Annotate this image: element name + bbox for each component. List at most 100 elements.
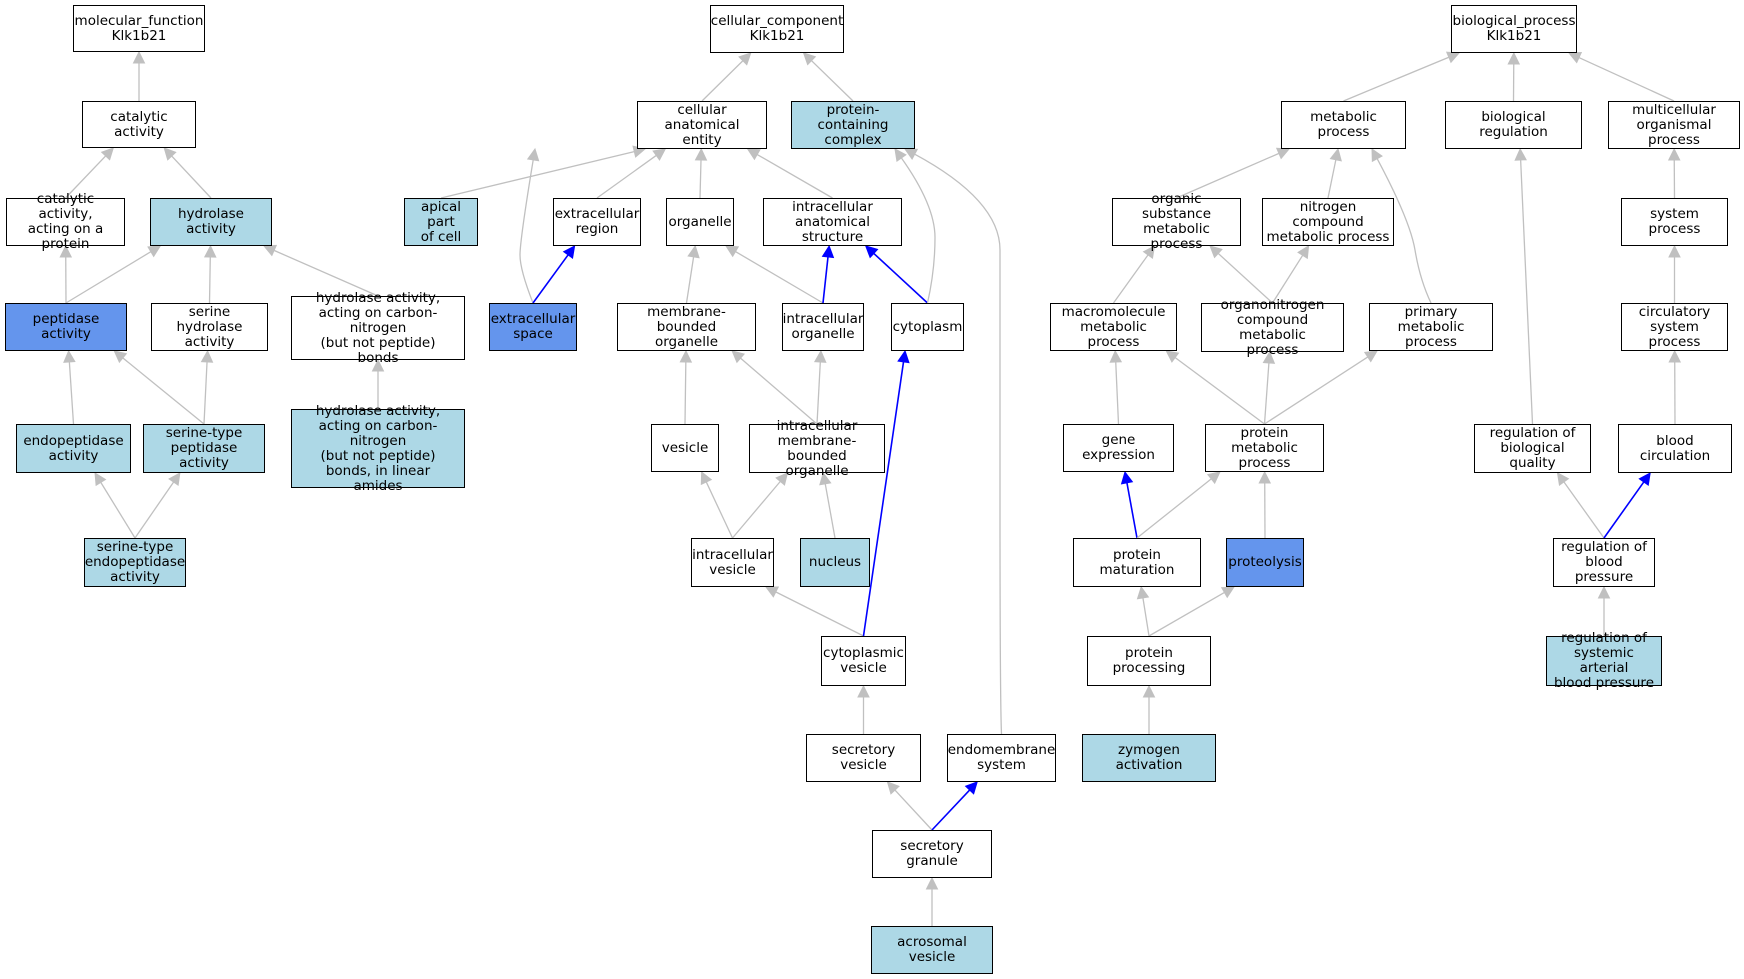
arrowhead-imbo-to-mbo xyxy=(731,350,746,364)
node-sg: secretory granule xyxy=(872,830,992,878)
arrowhead-regbp-to-regbq xyxy=(1556,472,1570,487)
arrowhead-osmp-to-metab xyxy=(1275,147,1291,160)
edge-serpep-to-pep xyxy=(121,356,205,425)
edge-organon-to-osmp xyxy=(1217,252,1273,304)
node-cae: cellular anatomical entity xyxy=(637,101,767,149)
arrowhead-protmetab-to-macro xyxy=(1165,350,1180,363)
edge-hyd-to-cat xyxy=(170,154,212,199)
node-circsys: circulatory system process xyxy=(1621,303,1728,351)
edge-regbq-to-bioreg xyxy=(1519,158,1534,425)
arrowhead-exreg-to-cae xyxy=(652,148,667,161)
arrowhead-protproc-to-protmat xyxy=(1136,585,1150,600)
node-zymogen: zymogen activation xyxy=(1082,734,1216,782)
edge-vesicle-to-mbo xyxy=(684,360,687,425)
node-pcc: protein-containing complex xyxy=(791,101,915,149)
arrowhead-macro-to-osmp xyxy=(1142,245,1156,260)
edge-cv-to-iv xyxy=(774,590,864,637)
node-bioreg: biological regulation xyxy=(1445,101,1582,149)
arrowhead-protmat-to-gene xyxy=(1120,470,1134,485)
node-nucleus: nucleus xyxy=(800,538,870,587)
node-exreg: extracellular region xyxy=(553,198,641,246)
node-protproc: protein processing xyxy=(1087,636,1211,686)
arrowhead-ias-to-cae xyxy=(746,148,761,161)
node-protmetab: protein metabolic process xyxy=(1205,424,1324,472)
node-mbo: membrane-bounded organelle xyxy=(617,303,756,351)
node-iv: intracellular vesicle xyxy=(691,538,774,587)
node-acro: acrosomal vesicle xyxy=(871,926,993,974)
edge-io-to-ias xyxy=(822,255,829,304)
edge-protmetab-to-macro xyxy=(1173,356,1265,425)
edge-protproc-to-proteolysis xyxy=(1148,591,1226,637)
arrowhead-protmat-to-protmetab xyxy=(1206,471,1221,485)
arrowhead-cv-to-iv xyxy=(765,586,780,598)
edge-nucleus-to-imbo xyxy=(824,482,836,539)
edge-osmp-to-metab xyxy=(1176,152,1281,199)
edge-apical-to-cae xyxy=(440,150,636,199)
edge-metab-to-bp xyxy=(1343,56,1451,102)
arrowhead-regbq-to-bioreg xyxy=(1514,147,1527,161)
arrowhead-serhyd-to-hyd xyxy=(203,244,217,258)
arrowhead-cat-to-mf xyxy=(132,50,146,64)
edge-protmetab-to-primary xyxy=(1264,355,1369,425)
arrowhead-organelle-to-cae xyxy=(694,147,708,161)
arrowhead-cae-to-cc xyxy=(738,52,752,66)
edge-sg-to-endomem xyxy=(931,788,971,831)
node-pep: peptidase activity xyxy=(5,303,127,351)
arrowhead-multi-to-bp xyxy=(1567,52,1583,64)
edge-imbo-to-mbo xyxy=(739,357,818,425)
arrowhead-imbo-to-io xyxy=(813,349,827,363)
arrowhead-endo-to-pep xyxy=(63,349,76,363)
node-regbp: regulation of blood pressure xyxy=(1553,538,1655,587)
node-endo: endopeptidase activity xyxy=(16,424,131,473)
edge-primary-to-metab xyxy=(1376,157,1432,304)
node-io: intracellular organelle xyxy=(782,303,864,351)
node-serendo: serine-type endopeptidase activity xyxy=(84,538,186,587)
node-bloodcirc: blood circulation xyxy=(1618,424,1732,473)
arrowhead-catprot-to-cat xyxy=(100,147,115,161)
edge-serendo-to-endo xyxy=(99,481,136,539)
node-endomem: endomembrane system xyxy=(947,734,1056,782)
arrowhead-sv-to-cv xyxy=(857,684,870,698)
edge-mbo-to-organelle xyxy=(685,255,695,304)
node-sysproc: system process xyxy=(1621,198,1728,246)
edge-serpep-to-serhyd xyxy=(203,360,208,425)
edge-protmat-to-protmetab xyxy=(1136,477,1213,539)
edge-protmetab-to-organon xyxy=(1263,361,1270,425)
edge-cv-to-cyto xyxy=(862,360,905,637)
arrowhead-cv-to-cyto xyxy=(897,349,910,364)
arrowhead-protproc-to-proteolysis xyxy=(1220,586,1235,599)
arrowhead-serpep-to-pep xyxy=(113,350,128,364)
arrowhead-iv-to-vesicle xyxy=(700,470,713,486)
node-serpep: serine-type peptidase activity xyxy=(143,424,265,473)
arrowhead-pep-to-hyd xyxy=(147,245,162,258)
node-bp: biological_process Klk1b21 xyxy=(1451,5,1577,53)
edge-cyto-to-ias xyxy=(872,252,929,304)
arrowhead-proteolysis-to-protmetab xyxy=(1258,470,1272,484)
node-organon: organonitrogen compound metabolic proces… xyxy=(1201,297,1344,357)
edge-iv-to-imbo xyxy=(732,480,782,539)
arrowhead-zymogen-to-protproc xyxy=(1142,684,1156,698)
node-protmat: protein maturation xyxy=(1073,538,1201,587)
edge-io-to-organelle xyxy=(734,250,824,304)
arrowhead-hydcnlin-to-hydcn xyxy=(371,358,385,372)
node-cv: cytoplasmic vesicle xyxy=(821,636,906,686)
edge-ias-to-cae xyxy=(756,153,833,199)
arrowhead-acro-to-sg xyxy=(925,876,939,890)
edge-serhyd-to-hyd xyxy=(208,255,211,304)
edge-multi-to-bp xyxy=(1577,56,1675,102)
arrowhead-metab-to-bp xyxy=(1445,51,1461,64)
node-cc: cellular_component Klk1b21 xyxy=(710,5,844,53)
arrowhead-bioreg-to-bp xyxy=(1507,51,1521,65)
arrowhead-pep-to-catprot xyxy=(59,244,73,258)
arrowhead-organon-to-osmp xyxy=(1209,245,1223,259)
arrowhead-regbp-to-bloodcirc xyxy=(1638,472,1651,487)
edge-iv-to-vesicle xyxy=(705,480,734,539)
arrowhead-cyto-to-ias xyxy=(864,245,879,259)
edge-cyto-to-cae xyxy=(900,156,936,304)
node-multi: multicellular organismal process xyxy=(1608,101,1740,149)
node-apical: apical part of cell xyxy=(404,198,478,246)
edge-exreg-to-cae xyxy=(596,154,658,199)
edge-sg-to-sv xyxy=(893,788,933,831)
arrowhead-serpep-to-serhyd xyxy=(200,349,214,363)
